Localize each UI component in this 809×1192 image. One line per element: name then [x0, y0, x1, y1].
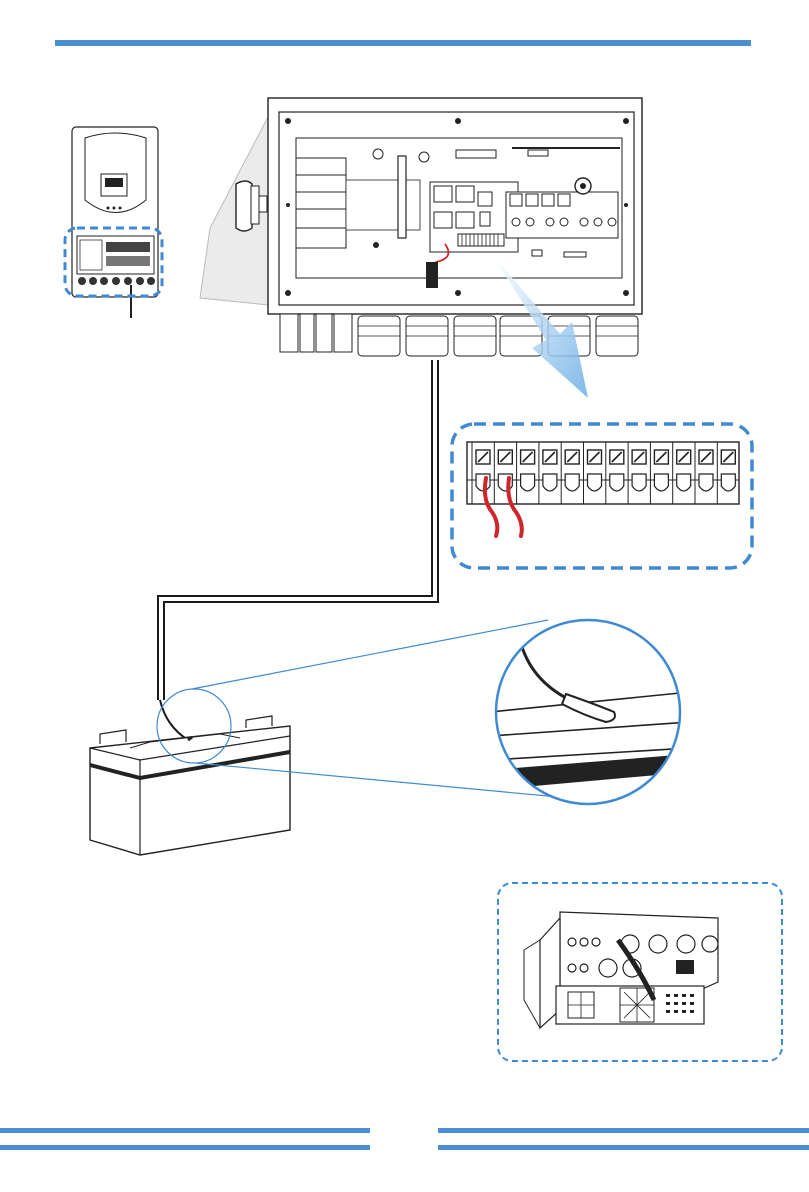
- inverter-wiring-compartment-icon: [200, 98, 642, 356]
- inverter-thumbnail-icon: [65, 127, 162, 318]
- footer-rule-left-lower: [0, 1145, 370, 1150]
- footer-rule-right-lower: [438, 1145, 809, 1150]
- sensor-cable: [158, 360, 432, 700]
- terminal-block-closeup-icon: [452, 424, 752, 568]
- battery-icon: [90, 716, 290, 855]
- footer-rule-left: [0, 1128, 370, 1133]
- inverter-bottom-view-icon: [498, 883, 782, 1061]
- footer-rule-right: [438, 1128, 809, 1133]
- temperature-sensor-closeup-icon: [490, 615, 690, 815]
